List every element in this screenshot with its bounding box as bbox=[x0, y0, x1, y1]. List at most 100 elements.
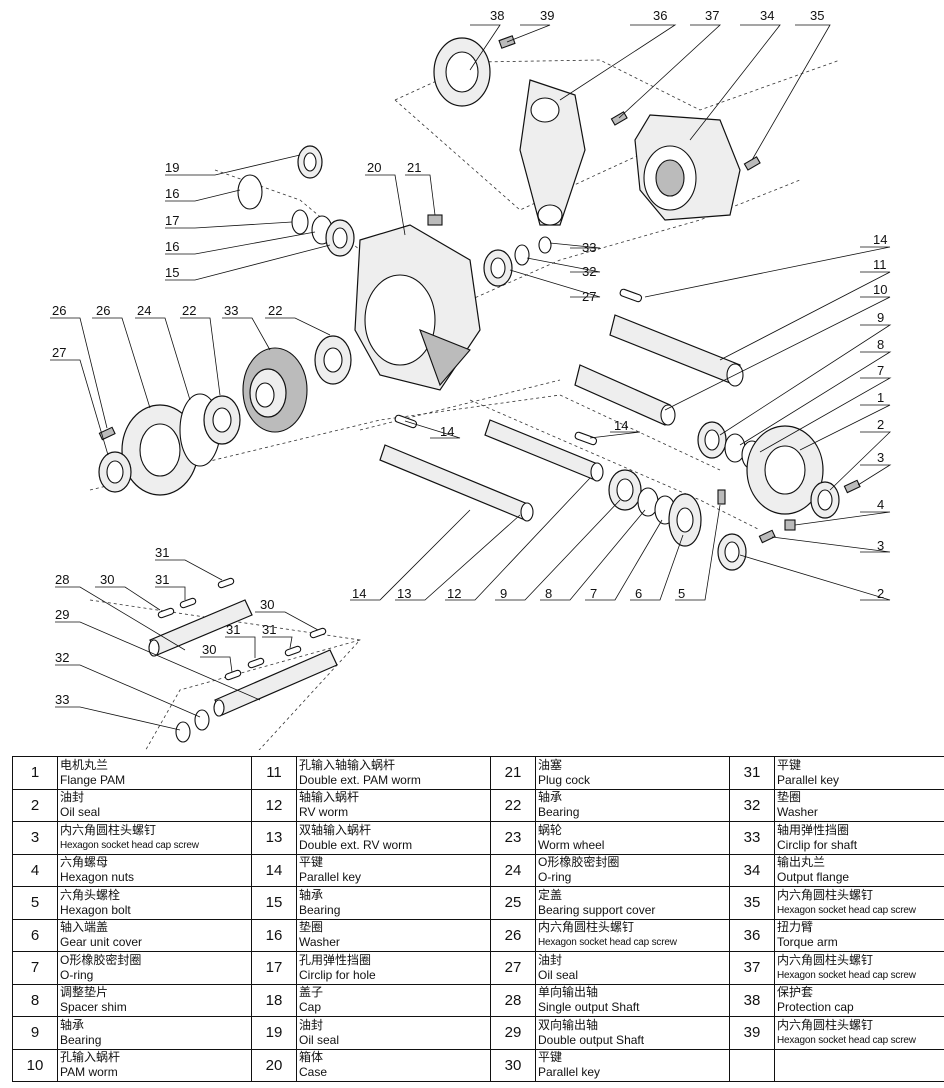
part-name-en: Parallel key bbox=[538, 1065, 601, 1080]
part-name-zh: 双向输出轴 bbox=[538, 1017, 599, 1032]
part-worm-wheel bbox=[242, 347, 308, 433]
part-name-zh: 油封 bbox=[60, 790, 85, 805]
part-name-en: Oil seal bbox=[538, 967, 579, 982]
callout-leaders bbox=[50, 24, 892, 731]
part-double-output-shaft bbox=[213, 649, 338, 717]
part-name-zh: 垫圈 bbox=[777, 790, 802, 805]
part-screw-26a bbox=[98, 426, 116, 441]
callout-33a: 33 bbox=[582, 240, 596, 255]
part-description-cell bbox=[774, 1048, 944, 1082]
callout-27a: 27 bbox=[582, 289, 596, 304]
part-number-cell: 20 bbox=[251, 1048, 297, 1082]
part-name-en: Washer bbox=[777, 805, 818, 820]
part-output-flange bbox=[634, 114, 741, 221]
callout-9a: 9 bbox=[877, 310, 884, 325]
callout-26b: 26 bbox=[96, 303, 110, 318]
part-washer-16a bbox=[237, 174, 263, 210]
part-name-en: Torque arm bbox=[777, 935, 838, 950]
part-case bbox=[354, 224, 481, 391]
part-name-zh: 内六角圆柱头螺钉 bbox=[777, 1017, 874, 1032]
callout-21: 21 bbox=[407, 160, 421, 175]
part-name-en: Cap bbox=[299, 1000, 322, 1015]
callout-15: 15 bbox=[165, 265, 179, 280]
part-name-en: Single output Shaft bbox=[538, 1000, 640, 1015]
part-name-en: Protection cap bbox=[777, 1000, 854, 1015]
part-hex-bolt-5 bbox=[717, 489, 726, 505]
callout-30b: 30 bbox=[260, 597, 274, 612]
part-name-zh: 轴承 bbox=[538, 790, 563, 805]
callout-26a: 26 bbox=[52, 303, 66, 318]
part-number-cell: 30 bbox=[490, 1048, 536, 1082]
callout-14a: 14 bbox=[873, 232, 887, 247]
part-number-cell bbox=[729, 1048, 775, 1082]
part-name-en: Case bbox=[299, 1065, 328, 1080]
part-oil-seal-2b bbox=[717, 533, 747, 571]
part-number-cell: 14 bbox=[251, 853, 297, 887]
part-name-en: Hexagon nuts bbox=[60, 870, 135, 885]
part-name-en: Bearing bbox=[60, 1032, 102, 1047]
part-number-cell: 25 bbox=[490, 886, 536, 920]
callout-14c: 14 bbox=[614, 418, 628, 433]
part-name-zh: 平键 bbox=[777, 757, 802, 772]
part-gear-unit-cover bbox=[668, 493, 702, 547]
part-name-zh: 内六角圆柱头螺钉 bbox=[60, 822, 157, 837]
part-name-zh: 蜗轮 bbox=[538, 822, 563, 837]
part-torque-arm bbox=[519, 79, 586, 226]
callout-22b: 22 bbox=[268, 303, 282, 318]
part-screw-3a bbox=[843, 479, 861, 494]
callout-2b: 2 bbox=[877, 586, 884, 601]
part-number-cell: 16 bbox=[251, 918, 297, 952]
part-screw-3b bbox=[758, 529, 776, 544]
part-number-cell: 3 bbox=[12, 821, 58, 855]
part-bearing-15 bbox=[325, 219, 355, 257]
part-name-en: Hexagon socket head cap screw bbox=[777, 904, 916, 916]
part-circlip-33a bbox=[538, 236, 552, 254]
part-name-zh: 轴承 bbox=[299, 887, 324, 902]
part-number-cell: 13 bbox=[251, 821, 297, 855]
part-number-cell: 31 bbox=[729, 756, 775, 790]
part-parallel-key-14c bbox=[574, 431, 598, 446]
callout-31c: 31 bbox=[226, 622, 240, 637]
callout-36: 36 bbox=[653, 8, 667, 23]
part-number-cell: 27 bbox=[490, 951, 536, 985]
part-name-en: Hexagon socket head cap screw bbox=[777, 969, 916, 981]
part-oil-seal-27b bbox=[98, 451, 132, 493]
exploded-view-drawing: 38 39 36 37 34 35 19 16 17 16 15 20 21 3… bbox=[50, 8, 892, 750]
part-bearing-22a bbox=[203, 395, 241, 445]
part-number-cell: 11 bbox=[251, 756, 297, 790]
part-number-cell: 6 bbox=[12, 918, 58, 952]
part-oil-seal-27a bbox=[483, 249, 513, 287]
part-name-en: Double ext. PAM worm bbox=[299, 772, 421, 787]
part-number-cell: 17 bbox=[251, 951, 297, 985]
part-name-zh: 轴输入蜗杆 bbox=[299, 790, 360, 805]
callout-4: 4 bbox=[877, 497, 884, 512]
callout-6: 6 bbox=[635, 586, 642, 601]
callout-24: 24 bbox=[137, 303, 151, 318]
part-name-en: Double output Shaft bbox=[538, 1032, 645, 1047]
part-name-zh: 孔输入轴输入蜗杆 bbox=[299, 757, 396, 772]
callout-20: 20 bbox=[367, 160, 381, 175]
callout-7b: 7 bbox=[590, 586, 597, 601]
part-plug-cock bbox=[427, 214, 443, 226]
part-name-zh: 轴承 bbox=[60, 1017, 85, 1032]
part-name-zh: 电机丸兰 bbox=[60, 757, 109, 772]
